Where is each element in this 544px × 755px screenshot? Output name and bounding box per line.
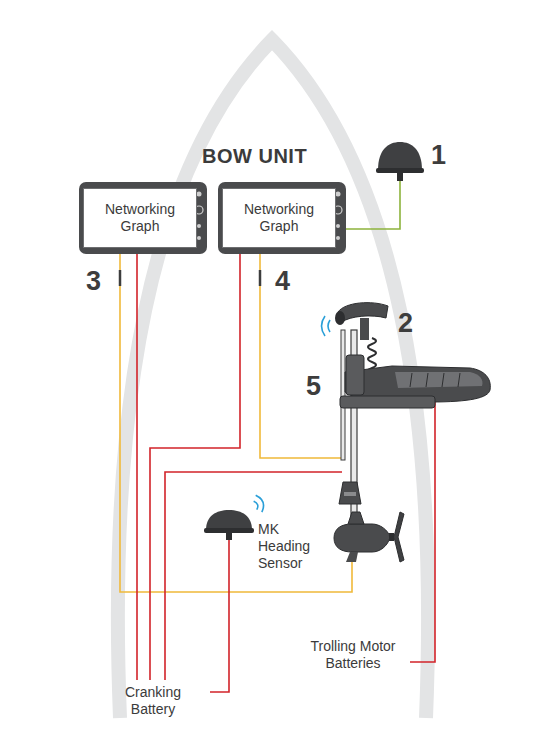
heading-sensor [204,510,254,540]
display-screen: Networking Graph [222,188,336,248]
part-label: Cranking Battery [113,684,193,718]
callout-number: 3 [86,266,101,296]
gps-cable [346,181,400,229]
trolling-motor [334,303,490,562]
part-label: MK Heading Sensor [258,521,328,572]
screen-label: Networking Graph [223,201,335,235]
diagram-title: BOW UNIT [202,145,307,168]
callout-number: 1 [431,140,446,170]
display-screen: Networking Graph [83,188,197,248]
connector-mark [259,270,262,286]
connector-mark [119,270,122,286]
network-cable [120,254,352,592]
display-bezel [79,182,207,254]
wireless-icon [254,316,330,512]
power-cable [137,254,435,692]
callout-number: 4 [275,266,290,296]
display-bezel [218,182,346,254]
callout-number: 5 [306,371,321,401]
gps-receiver [378,142,422,170]
callout-number: 2 [398,308,413,338]
part-label: Trolling Motor Batteries [301,638,405,672]
screen-label: Networking Graph [84,201,196,235]
